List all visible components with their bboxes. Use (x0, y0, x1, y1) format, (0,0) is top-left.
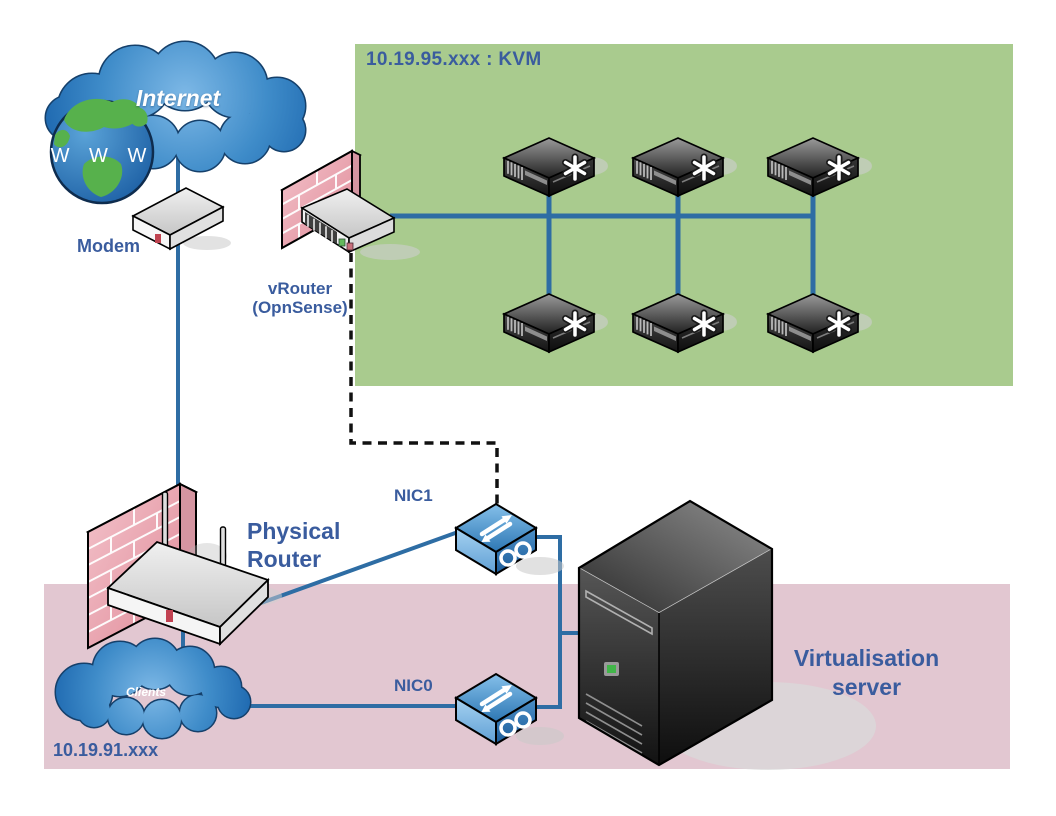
physical-router-label-line2: Router (247, 546, 322, 572)
physical-router-label: Physical Router (247, 517, 340, 573)
clients-zone-label: 10.19.91.xxx (53, 740, 159, 760)
virtualisation-server-label-line2: server (831, 674, 902, 700)
router-led (166, 610, 173, 622)
virtualisation-server-label: Virtualisation server (779, 644, 954, 702)
firewall-icon-vrouter (280, 149, 362, 250)
globe-icon: W W W (49, 98, 155, 205)
nic-switch-icon-nic1 (456, 504, 564, 575)
line-nics-vertical (535, 535, 562, 709)
dashed-line-vrouter-nic1 (349, 253, 499, 506)
modem-led (155, 234, 161, 243)
clients-cloud-icon (54, 637, 252, 740)
kvm-zone-label: 10.19.95.xxx : KVM (366, 49, 542, 70)
clients-cloud-label: Clients (125, 685, 166, 699)
physical-router-label-line1: Physical (247, 518, 341, 544)
tower-slot (585, 589, 653, 636)
virtualisation-server-label-line1: Virtualisation (793, 645, 940, 671)
physical-router-icon (106, 491, 282, 647)
modem-label: Modem (77, 236, 140, 256)
globe-www-text: W W W (51, 145, 154, 167)
vrouter-label-line1: vRouter (267, 279, 333, 298)
vrouter-label-line2: (OpnSense) (252, 298, 348, 317)
internet-label: Internet (135, 85, 221, 111)
vrouter-icon (300, 188, 420, 260)
power-button (607, 665, 616, 673)
vrouter-label: vRouter (OpnSense) (248, 279, 352, 317)
modem-icon (131, 187, 231, 251)
virtualisation-server-icon (577, 499, 876, 770)
nic1-label: NIC1 (394, 486, 433, 505)
nic0-label: NIC0 (394, 676, 433, 695)
